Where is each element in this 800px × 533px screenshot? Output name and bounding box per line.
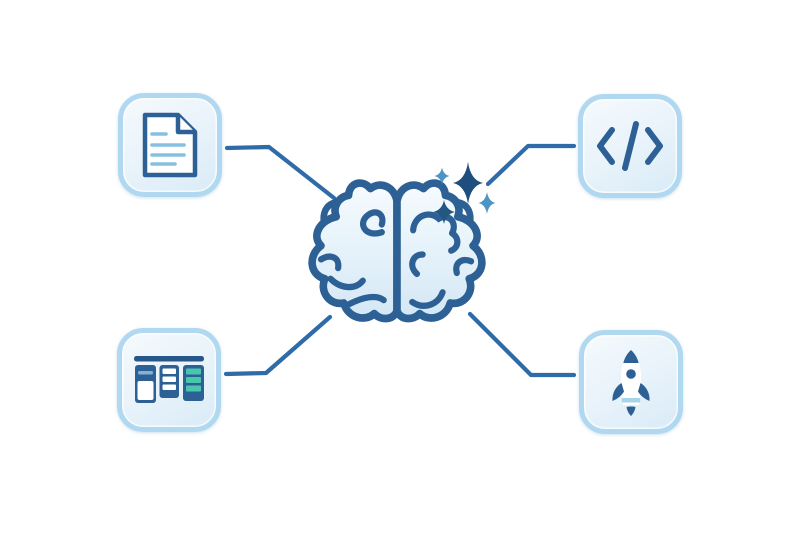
kanban-header-bar <box>134 356 204 362</box>
node-rocket <box>579 330 683 434</box>
connector-brain-to-rocket <box>467 311 577 378</box>
rocket-window <box>626 369 636 379</box>
rocket-nose-cone <box>623 350 639 363</box>
kanban-column2-cards <box>162 368 176 390</box>
node-kanban <box>117 328 221 432</box>
node-code <box>578 94 682 198</box>
rocket-icon <box>612 350 650 416</box>
connector-brain-to-code <box>485 143 577 187</box>
rocket-band <box>621 398 641 403</box>
code-right-bracket <box>645 127 663 165</box>
kanban-column1-stripe <box>138 371 153 375</box>
node-document <box>118 93 222 197</box>
code-icon <box>597 121 663 171</box>
sparkle-small-right-icon <box>478 192 496 214</box>
sparkle-large-icon <box>453 162 483 204</box>
sparkle-small-top-icon <box>434 167 450 185</box>
document-text-lines <box>150 132 186 166</box>
brain-folds <box>317 209 475 309</box>
rocket-left-fin <box>612 383 624 401</box>
kanban-column1-card <box>137 381 154 400</box>
kanban-column3-cards <box>186 368 201 392</box>
connector-lines <box>223 143 577 378</box>
code-left-bracket <box>597 127 615 165</box>
connector-document-to-brain <box>224 144 337 201</box>
connector-kanban-to-brain <box>223 314 333 377</box>
sparkles <box>433 162 496 224</box>
sparkle-inner-icon <box>433 200 455 224</box>
rocket-right-fin <box>638 383 650 401</box>
brain-icon <box>308 179 486 323</box>
code-slash <box>622 121 639 171</box>
rocket-flame <box>626 406 636 416</box>
kanban-board-icon <box>134 356 204 403</box>
document-icon <box>142 112 198 178</box>
